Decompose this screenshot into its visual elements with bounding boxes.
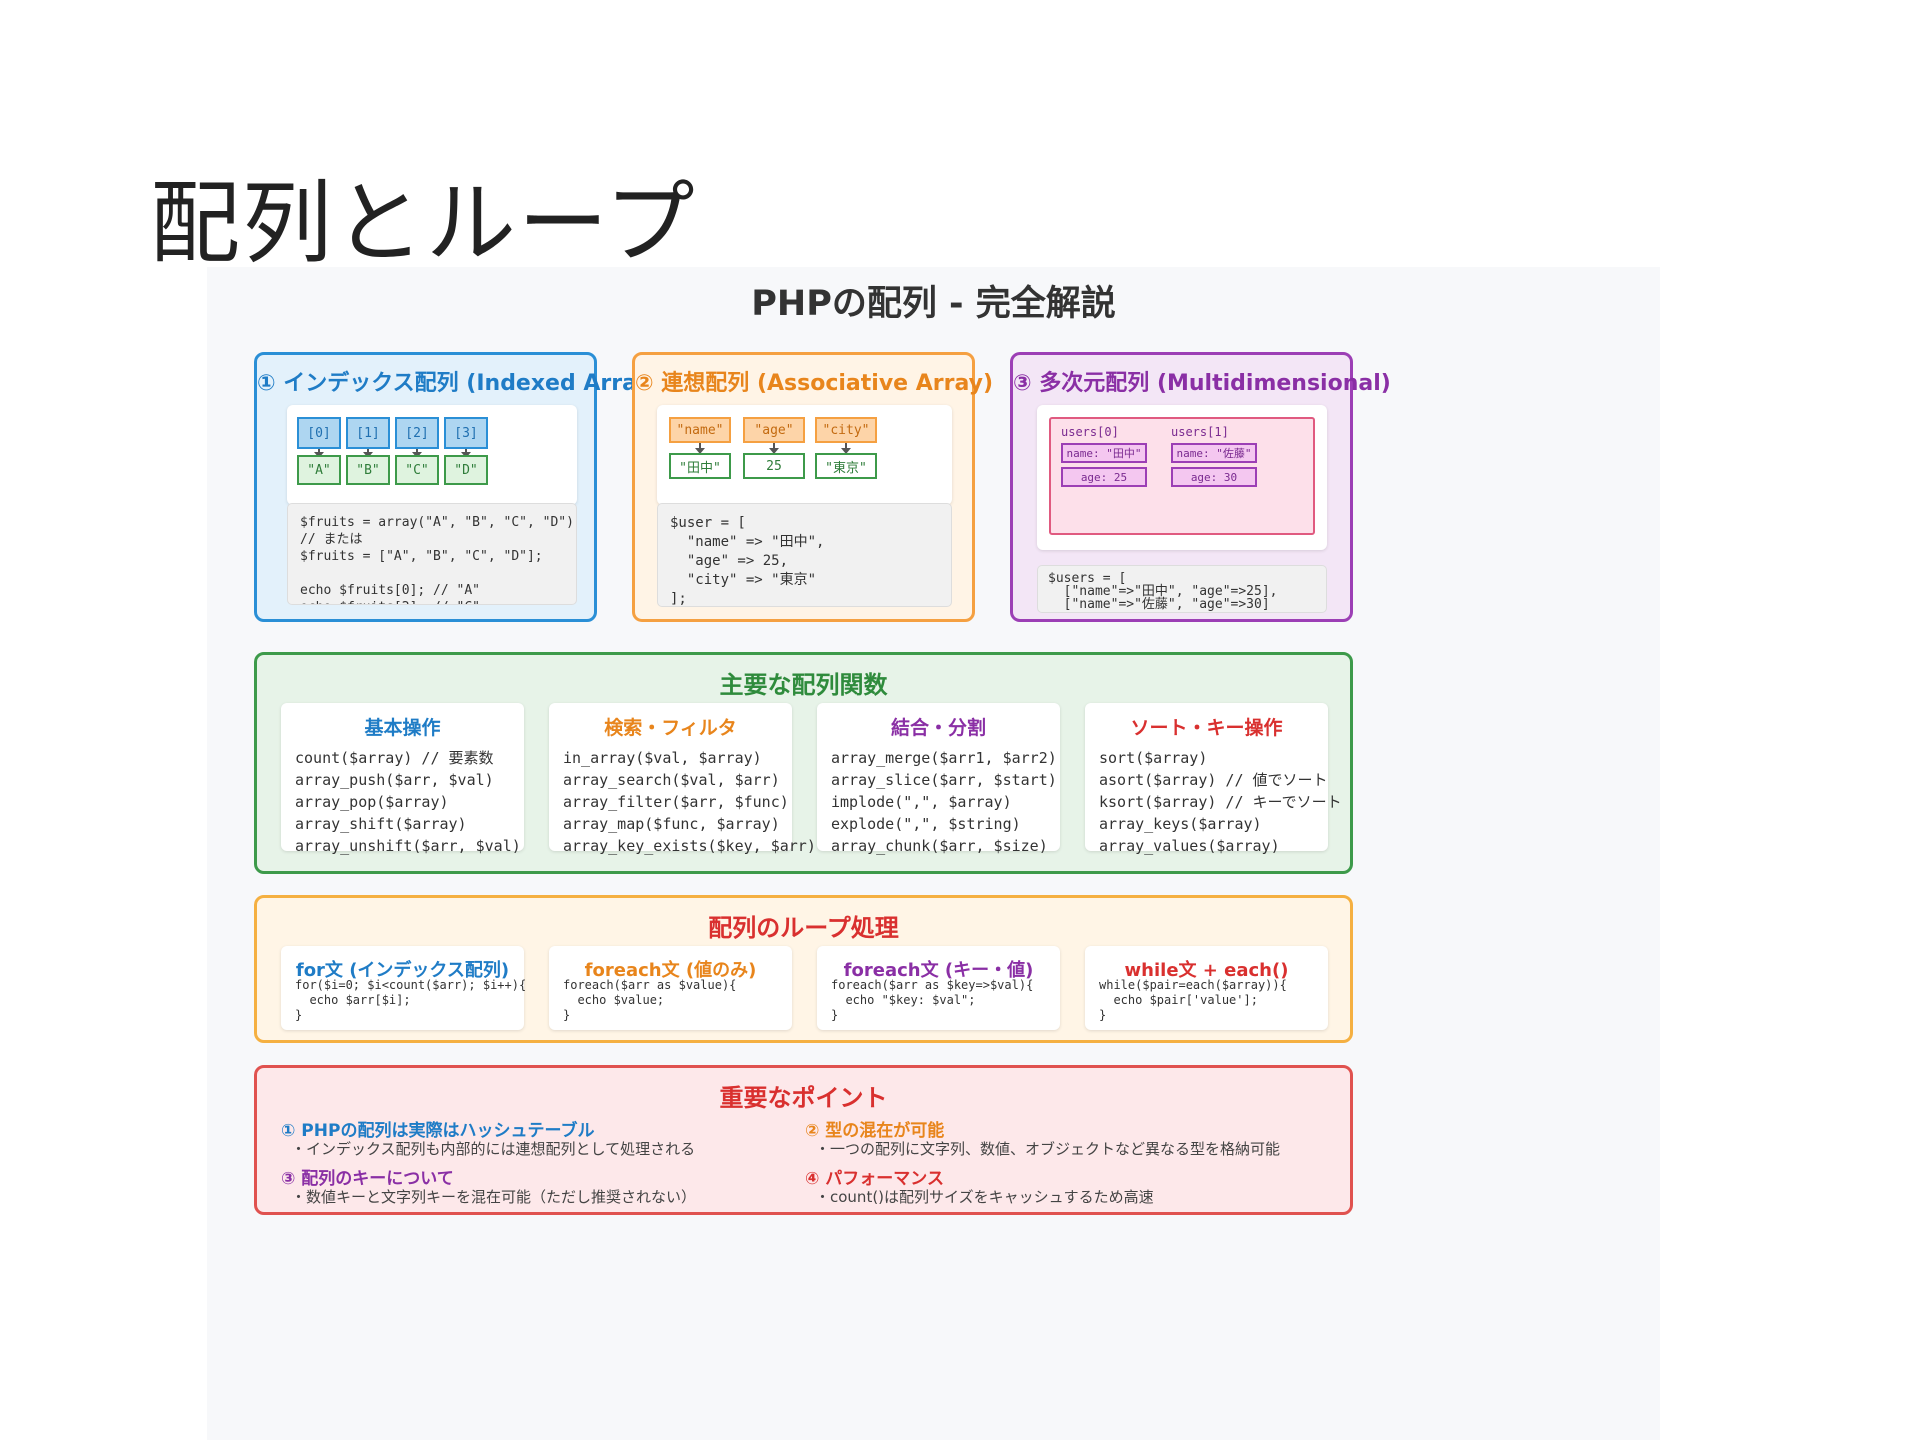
associative-array-code: $user = [ "name" => "田中", "age" => 25, "… <box>657 503 952 607</box>
user-label: users[1] <box>1171 425 1229 439</box>
loop-card-title: for文 (インデックス配列) <box>295 960 510 981</box>
point-desc: ・インデックス配列も内部的には連想配列として処理される <box>291 1140 696 1158</box>
index-cell: [3] <box>444 417 488 449</box>
array-functions-title: 主要な配列関数 <box>719 671 888 699</box>
arrow <box>769 443 779 454</box>
function-card-title: 検索・フィルタ <box>604 717 737 739</box>
user-name-cell: name: "佐藤" <box>1171 443 1257 463</box>
diagram-canvas: PHPの配列 - 完全解説 ① インデックス配列 (Indexed Array)… <box>207 267 1660 1440</box>
key-cell: "age" <box>743 417 805 443</box>
arrow <box>695 443 705 454</box>
loop-card-code: for($i=0; $i<count($arr); $i++){ echo $a… <box>295 978 527 1022</box>
arrow <box>412 449 422 458</box>
value-cell: "B" <box>346 455 390 485</box>
function-card-sort: ソート・キー操作 sort($array) asort($array) // 値… <box>1085 703 1342 855</box>
value-cell: "D" <box>444 455 488 485</box>
associative-array-title: ② 連想配列 (Associative Array) <box>635 371 994 396</box>
point-desc: ・数値キーと文字列キーを混在可能（ただし推奨されない） <box>291 1188 697 1206</box>
arrow <box>363 449 373 458</box>
function-card-title: 結合・分割 <box>890 717 986 739</box>
diagram-title: PHPの配列 - 完全解説 <box>751 284 1116 324</box>
point-title: ② 型の混在が可能 <box>805 1121 945 1141</box>
point-title: ③ 配列のキーについて <box>281 1169 454 1189</box>
loop-card-code: foreach($arr as $value){ echo $value; } <box>563 978 737 1022</box>
array-loops-panel: 配列のループ処理 for文 (インデックス配列) for($i=0; $i<co… <box>254 895 1353 1043</box>
multidimensional-array-panel: ③ 多次元配列 (Multidimensional) users[0] user… <box>1010 352 1391 622</box>
loop-card-foreach-key-value: foreach文 (キー・値) foreach($arr as $key=>$v… <box>817 946 1060 1030</box>
value-cell: "田中" <box>669 453 731 479</box>
arrow <box>314 449 324 458</box>
key-cell: "name" <box>669 417 731 443</box>
value-cell: 25 <box>743 453 805 479</box>
point-title: ④ パフォーマンス <box>805 1169 944 1189</box>
slide-title: 配列とループ <box>150 171 697 276</box>
user-name-cell: name: "田中" <box>1061 443 1147 463</box>
value-cell: "A" <box>297 455 341 485</box>
arrow <box>461 449 471 458</box>
function-card-code: in_array($val, $array) array_search($val… <box>563 749 816 855</box>
loop-card-while: while文 + each() while($pair=each($array)… <box>1085 946 1328 1030</box>
loop-card-for: for文 (インデックス配列) for($i=0; $i<count($arr)… <box>281 946 527 1030</box>
indexed-array-code: $fruits = array("A", "B", "C", "D"); // … <box>287 503 577 605</box>
index-cell: [1] <box>346 417 390 449</box>
indexed-array-panel: ① インデックス配列 (Indexed Array) [0] [1] [2] [… <box>254 352 661 622</box>
important-points-title: 重要なポイント <box>719 1084 888 1112</box>
multidimensional-array-title: ③ 多次元配列 (Multidimensional) <box>1013 371 1391 396</box>
associative-array-diagram: "name" "age" "city" "田中" 25 "東京" <box>657 405 952 505</box>
arrow <box>841 443 851 454</box>
loop-card-title: foreach文 (値のみ) <box>584 960 757 981</box>
array-loops-title: 配列のループ処理 <box>708 914 899 942</box>
multidimensional-array-diagram: users[0] users[1] name: "田中" name: "佐藤" … <box>1037 405 1327 550</box>
array-functions-panel: 主要な配列関数 基本操作 count($array) // 要素数 array_… <box>254 652 1353 874</box>
point-desc: ・count()は配列サイズをキャッシュするため高速 <box>815 1188 1154 1206</box>
function-card-code: array_merge($arr1, $arr2) array_slice($a… <box>831 749 1057 855</box>
value-cell: "東京" <box>815 453 877 479</box>
indexed-array-title: ① インデックス配列 (Indexed Array) <box>257 371 661 396</box>
user-age-cell: age: 25 <box>1061 467 1147 487</box>
index-cell: [2] <box>395 417 439 449</box>
loop-card-code: while($pair=each($array)){ echo $pair['v… <box>1099 978 1287 1022</box>
loop-card-code: foreach($arr as $key=>$val){ echo "$key:… <box>831 978 1034 1022</box>
outer-array-box: users[0] users[1] name: "田中" name: "佐藤" … <box>1049 417 1315 535</box>
function-card-title: ソート・キー操作 <box>1130 717 1283 739</box>
loop-card-title: foreach文 (キー・値) <box>843 960 1034 981</box>
index-cell: [0] <box>297 417 341 449</box>
value-cell: "C" <box>395 455 439 485</box>
multidimensional-array-code: $users = [ ["name"=>"田中", "age"=>25], ["… <box>1037 565 1327 613</box>
function-card-title: 基本操作 <box>364 717 441 739</box>
function-card-code: count($array) // 要素数 array_push($arr, $v… <box>295 749 521 855</box>
important-points-panel: 重要なポイント ① PHPの配列は実際はハッシュテーブル ・インデックス配列も内… <box>254 1065 1353 1215</box>
user-age-cell: age: 30 <box>1171 467 1257 487</box>
loop-card-title: while文 + each() <box>1124 960 1289 981</box>
function-card-basic: 基本操作 count($array) // 要素数 array_push($ar… <box>281 703 524 855</box>
point-title: ① PHPの配列は実際はハッシュテーブル <box>281 1121 595 1141</box>
point-desc: ・一つの配列に文字列、数値、オブジェクトなど異なる型を格納可能 <box>815 1140 1281 1158</box>
function-card-merge: 結合・分割 array_merge($arr1, $arr2) array_sl… <box>817 703 1060 855</box>
indexed-array-diagram: [0] [1] [2] [3] "A" "B" "C" "D" <box>287 405 577 505</box>
function-card-code: sort($array) asort($array) // 値でソート ksor… <box>1099 749 1342 855</box>
function-card-search: 検索・フィルタ in_array($val, $array) array_sea… <box>549 703 816 855</box>
loop-card-foreach-value: foreach文 (値のみ) foreach($arr as $value){ … <box>549 946 792 1030</box>
user-label: users[0] <box>1061 425 1119 439</box>
associative-array-panel: ② 連想配列 (Associative Array) "name" "age" … <box>632 352 994 622</box>
key-cell: "city" <box>815 417 877 443</box>
